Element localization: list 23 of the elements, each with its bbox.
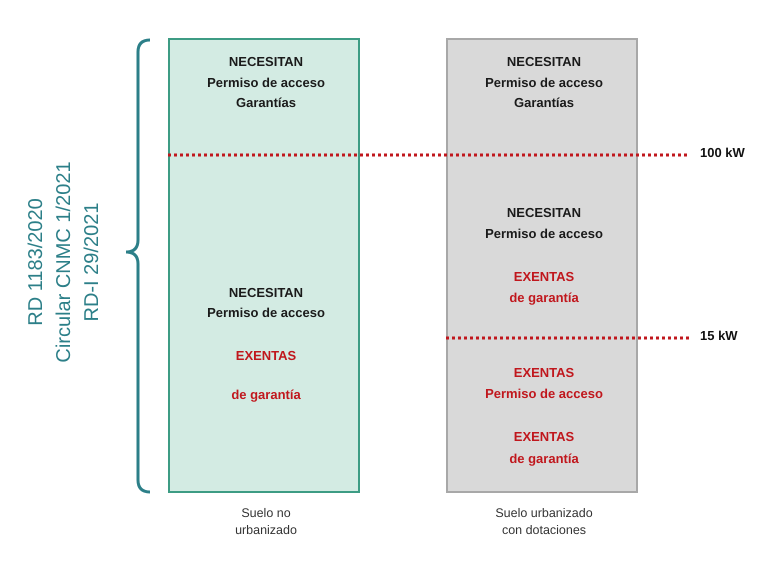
requirement-text: NECESITAN	[228, 284, 304, 302]
exemption-text: EXENTAS	[236, 347, 296, 365]
power-threshold-label: 15 kW	[700, 328, 738, 343]
requirement-text: Permiso de acceso	[485, 225, 603, 243]
column-caption: Suelo urbanizado con dotaciones	[494, 505, 594, 539]
power-threshold-label: 100 kW	[700, 145, 745, 160]
requirement-text: Permiso de acceso Garantías	[206, 74, 326, 112]
exemption-text: EXENTAS	[514, 428, 574, 446]
requirement-text: NECESITAN	[228, 53, 304, 71]
exemption-text: EXENTAS	[514, 268, 574, 286]
exemption-text: de garantía	[509, 289, 579, 307]
regulation-label: RD 1183/2020	[24, 198, 48, 326]
exemption-text: de garantía	[231, 386, 301, 404]
requirement-text: Permiso de acceso	[207, 304, 325, 322]
requirement-text: Permiso de acceso Garantías	[484, 74, 604, 112]
exemption-text: Permiso de acceso	[485, 385, 603, 403]
column-caption: Suelo no urbanizado	[234, 505, 298, 539]
regulation-label: Circular CNMC 1/2021	[52, 161, 76, 363]
regulation-label: RD-I 29/2021	[80, 202, 104, 322]
requirement-text: NECESITAN	[506, 204, 582, 222]
exemption-text: EXENTAS	[514, 364, 574, 382]
requirement-text: NECESITAN	[506, 53, 582, 71]
exemption-text: de garantía	[509, 450, 579, 468]
